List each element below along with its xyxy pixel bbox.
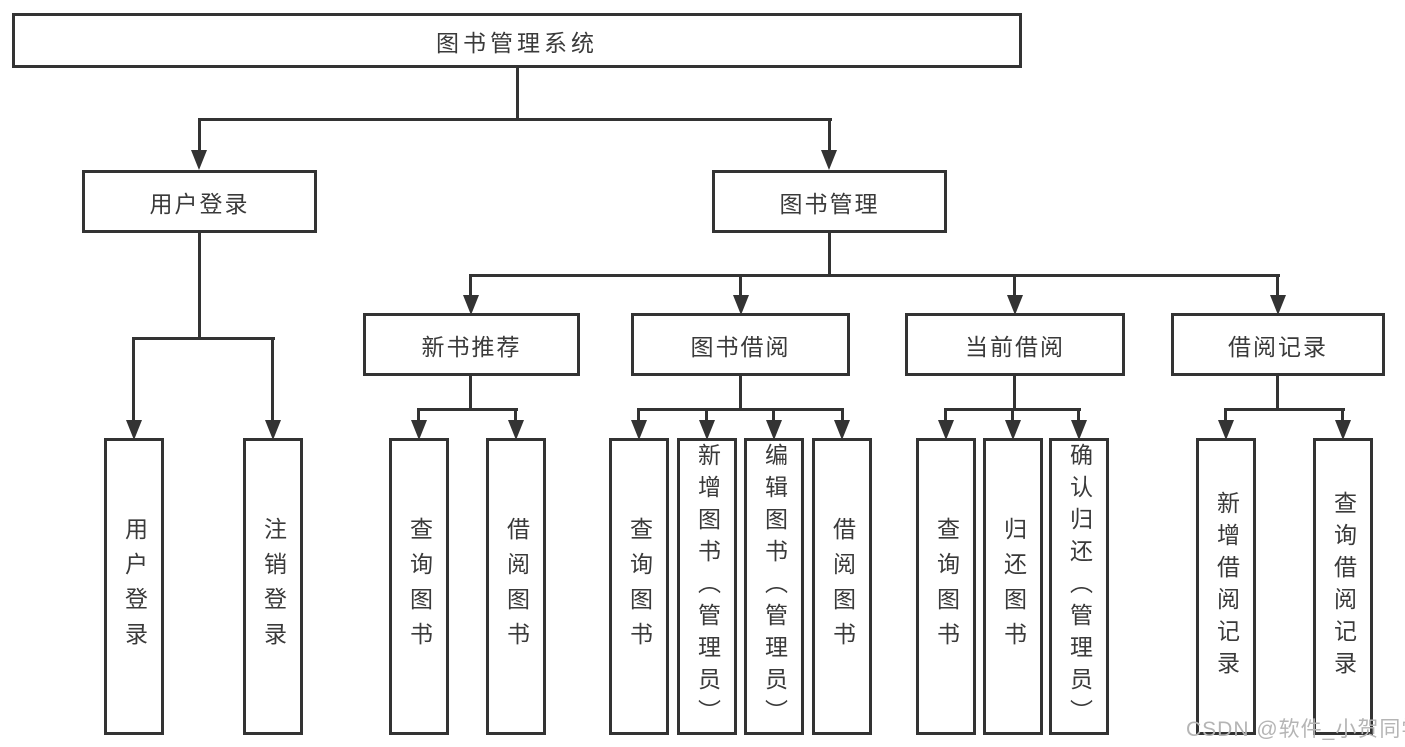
- leaf-edit-books-admin: 编辑图书（管理员）: [744, 438, 804, 735]
- edge-leaf-shaft: [705, 408, 708, 424]
- arrowhead-down-icon: [463, 295, 479, 315]
- edge-bookmgmt-shaft-3: [1013, 274, 1016, 299]
- arrowhead-down-icon: [411, 420, 427, 440]
- edge-leaf-shaft: [944, 408, 947, 424]
- node-borrowing-records: 借阅记录: [1171, 313, 1385, 376]
- edge-leaf-shaft: [841, 408, 844, 424]
- node-label: 当前借阅: [965, 333, 1065, 360]
- arrowhead-down-icon: [1005, 420, 1021, 440]
- edge-root-right-shaft: [828, 118, 831, 152]
- node-label: 新增借阅记录: [1213, 490, 1240, 683]
- leaf-add-books-admin: 新增图书（管理员）: [677, 438, 737, 735]
- leaf-borrow-books-borrowing: 借阅图书: [812, 438, 872, 735]
- edge-leaf-shaft: [1341, 408, 1344, 424]
- arrowhead-down-icon: [265, 420, 281, 440]
- node-new-book-recommendation: 新书推荐: [363, 313, 580, 376]
- node-book-borrowing: 图书借阅: [631, 313, 850, 376]
- node-label: 用户登录: [121, 516, 148, 657]
- leaf-logout-login: 注销登录: [243, 438, 303, 735]
- arrowhead-down-icon: [766, 420, 782, 440]
- arrowhead-down-icon: [1218, 420, 1234, 440]
- node-book-management: 图书管理: [712, 170, 947, 233]
- node-label: 图书借阅: [690, 333, 791, 360]
- arrowhead-down-icon: [834, 420, 850, 440]
- edge-leaf-shaft: [1011, 408, 1014, 424]
- arrowhead-down-icon: [1007, 295, 1023, 315]
- edge-userlogin-left-shaft: [132, 337, 135, 422]
- node-user-login: 用户登录: [82, 170, 317, 233]
- leaf-query-books-recommend: 查询图书: [389, 438, 449, 735]
- node-label: 编辑图书（管理员）: [761, 442, 788, 731]
- edge-root-stub: [516, 68, 519, 118]
- leaf-return-books: 归还图书: [983, 438, 1043, 735]
- csdn-watermark: CSDN @软件_小贺同学: [1186, 718, 1405, 741]
- arrowhead-down-icon: [631, 420, 647, 440]
- node-label: 用户登录: [149, 190, 250, 217]
- node-label: 查询图书: [933, 516, 960, 657]
- node-label: 归还图书: [1000, 516, 1027, 657]
- edge-userlogin-hbar: [132, 337, 275, 340]
- leaf-borrow-books-recommend: 借阅图书: [486, 438, 546, 735]
- node-label: 借阅图书: [829, 516, 856, 657]
- edge-records-hbar: [1224, 408, 1345, 411]
- edge-bookmgmt-shaft-4: [1276, 274, 1279, 299]
- edge-bookmgmt-stub: [828, 233, 831, 274]
- node-label: 查询图书: [406, 516, 433, 657]
- edge-borrowing-hbar: [637, 408, 844, 411]
- leaf-query-borrow-record: 查询借阅记录: [1313, 438, 1373, 735]
- arrowhead-down-icon: [1335, 420, 1351, 440]
- node-label: 图书管理系统: [436, 29, 598, 56]
- edge-leaf-shaft: [1224, 408, 1227, 424]
- node-library-management-system: 图书管理系统: [12, 13, 1022, 68]
- node-label: 注销登录: [260, 516, 287, 657]
- arrowhead-down-icon: [1270, 295, 1286, 315]
- edge-current-stub: [1013, 376, 1016, 408]
- node-label: 图书管理: [779, 190, 880, 217]
- leaf-query-books-current: 查询图书: [916, 438, 976, 735]
- edge-userlogin-right-shaft: [271, 337, 274, 422]
- edge-bookmgmt-shaft-1: [469, 274, 472, 299]
- edge-root-hbar: [198, 118, 832, 121]
- node-label: 新增图书（管理员）: [694, 442, 721, 731]
- edge-leaf-shaft: [637, 408, 640, 424]
- arrowhead-down-icon: [126, 420, 142, 440]
- arrowhead-down-icon: [821, 150, 837, 170]
- edge-root-left-shaft: [198, 118, 201, 152]
- edge-recommend-hbar: [417, 408, 518, 411]
- node-label: 借阅图书: [503, 516, 530, 657]
- leaf-user-login: 用户登录: [104, 438, 164, 735]
- arrowhead-down-icon: [191, 150, 207, 170]
- edge-userlogin-stub: [198, 233, 201, 337]
- edge-borrowing-stub: [739, 376, 742, 408]
- arrowhead-down-icon: [508, 420, 524, 440]
- edge-leaf-shaft: [417, 408, 420, 424]
- arrowhead-down-icon: [733, 295, 749, 315]
- node-label: 查询图书: [626, 516, 653, 657]
- leaf-add-borrow-record: 新增借阅记录: [1196, 438, 1256, 735]
- edge-records-stub: [1276, 376, 1279, 408]
- edge-leaf-shaft: [772, 408, 775, 424]
- node-label: 查询借阅记录: [1330, 490, 1357, 683]
- node-current-borrowing: 当前借阅: [905, 313, 1125, 376]
- edge-leaf-shaft: [1077, 408, 1080, 424]
- node-label: 确认归还（管理员）: [1066, 442, 1093, 731]
- edge-bookmgmt-shaft-2: [739, 274, 742, 299]
- arrowhead-down-icon: [1071, 420, 1087, 440]
- arrowhead-down-icon: [699, 420, 715, 440]
- edge-recommend-stub: [469, 376, 472, 408]
- node-label: 借阅记录: [1228, 333, 1328, 360]
- edge-bookmgmt-hbar: [469, 274, 1280, 277]
- leaf-confirm-return-admin: 确认归还（管理员）: [1049, 438, 1109, 735]
- arrowhead-down-icon: [938, 420, 954, 440]
- leaf-query-books-borrowing: 查询图书: [609, 438, 669, 735]
- edge-leaf-shaft: [514, 408, 517, 424]
- node-label: 新书推荐: [421, 333, 522, 360]
